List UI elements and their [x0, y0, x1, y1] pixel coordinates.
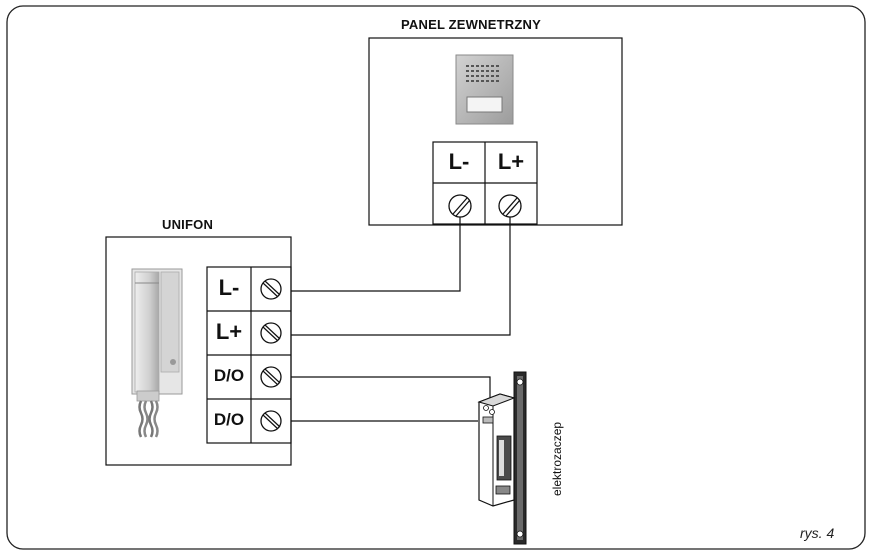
handset-terminal-label-door-open-1: D/O — [213, 366, 245, 385]
outdoor-terminal-label-l-plus: L+ — [497, 149, 525, 174]
screw-terminal-icon — [260, 278, 282, 300]
handset-terminal-label-l-plus: L+ — [215, 319, 243, 344]
handset-terminal-label-l-minus: L- — [218, 275, 240, 300]
screw-terminal-icon — [260, 410, 282, 432]
wire-l-plus — [291, 217, 511, 336]
handset-unit-title: UNIFON — [162, 217, 214, 232]
screw-terminal-icon — [448, 194, 472, 218]
outdoor-panel-title: PANEL ZEWNETRZNY — [401, 17, 541, 32]
handset-icon — [131, 268, 183, 438]
figure-caption: rys. 4 — [800, 525, 835, 541]
outdoor-panel-box — [368, 37, 623, 226]
figure-frame — [6, 5, 866, 550]
outdoor-terminal-label-l-minus: L- — [448, 149, 470, 174]
screw-terminal-icon — [260, 366, 282, 388]
outdoor-terminal-block — [432, 141, 538, 225]
handset-terminal-block — [206, 266, 292, 444]
handset-terminal-label-door-open-2: D/O — [213, 410, 245, 429]
screw-terminal-icon — [260, 322, 282, 344]
screw-terminal-icon — [498, 194, 522, 218]
electric-strike-label: elektrozaczep — [550, 421, 564, 496]
wire-door-open-1 — [291, 376, 491, 401]
wire-l-minus — [291, 217, 461, 292]
intercom-panel-icon — [455, 54, 514, 125]
electric-strike-icon — [477, 371, 527, 545]
